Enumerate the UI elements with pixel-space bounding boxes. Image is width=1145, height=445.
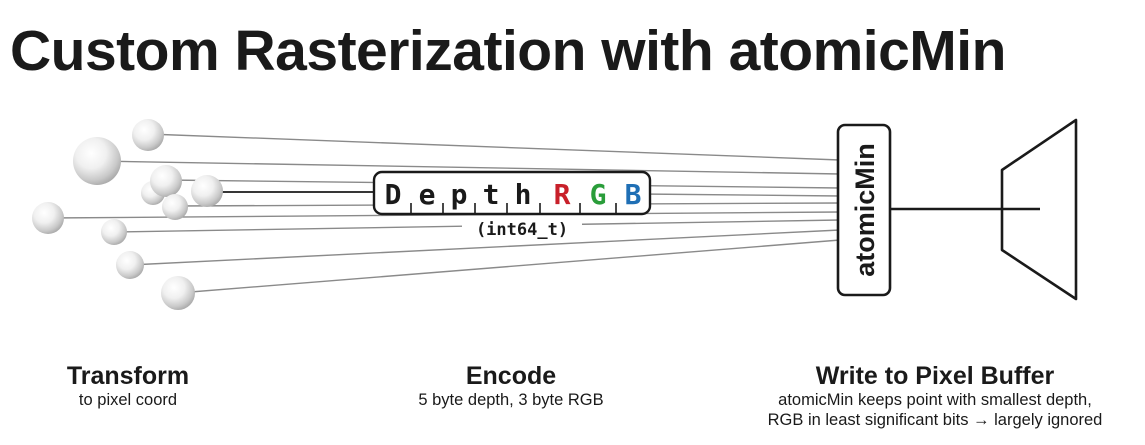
point-sphere — [101, 219, 127, 245]
caption-write-sub-2: RGB in least significant bits → largely … — [767, 411, 1103, 429]
field-depth-e: e — [419, 178, 436, 211]
point-sphere — [191, 175, 223, 207]
point-sphere — [116, 251, 144, 279]
caption-encode: Encode 5 byte depth, 3 byte RGB — [380, 362, 642, 410]
atomic-min-label: atomicMin — [850, 143, 880, 277]
caption-write: Write to Pixel Buffer atomicMin keeps po… — [728, 362, 1142, 430]
caption-write-heading: Write to Pixel Buffer — [815, 362, 1055, 390]
type-label-backdrop — [462, 217, 582, 241]
caption-transform-heading: Transform — [66, 362, 190, 390]
point-sphere — [132, 119, 164, 151]
point-sphere — [32, 202, 64, 234]
encoded-value-box: D e p t h R G B — [372, 170, 652, 216]
type-label: (int64_t) — [476, 220, 568, 240]
caption-transform: Transform to pixel coord — [28, 362, 228, 410]
field-rgb-R: R — [554, 178, 571, 211]
ray — [96, 160, 841, 175]
point-sphere — [73, 137, 121, 185]
caption-encode-heading: Encode — [465, 362, 557, 390]
caption-transform-sub: to pixel coord — [78, 391, 178, 409]
point-sphere — [162, 194, 188, 220]
field-depth-D: D — [385, 178, 402, 211]
point-sphere — [150, 165, 182, 197]
point-cloud — [32, 119, 223, 310]
caption-write-sub-1: atomicMin keeps point with smallest dept… — [778, 391, 1092, 409]
atomic-min-box: atomicMin — [836, 123, 892, 297]
field-depth-h: h — [515, 178, 532, 211]
point-sphere — [161, 276, 195, 310]
pixel-buffer-frustum-icon — [1000, 118, 1078, 301]
ray — [639, 193, 841, 197]
field-depth-t: t — [483, 178, 500, 211]
ray — [147, 133, 841, 161]
field-depth-p: p — [451, 178, 468, 211]
ray — [129, 229, 841, 266]
field-rgb-B: B — [625, 178, 642, 211]
caption-encode-sub: 5 byte depth, 3 byte RGB — [418, 391, 604, 409]
ray — [177, 239, 841, 294]
page-title: Custom Rasterization with atomicMin — [10, 19, 1006, 83]
byte-separators — [410, 203, 617, 213]
field-rgb-G: G — [590, 178, 607, 211]
